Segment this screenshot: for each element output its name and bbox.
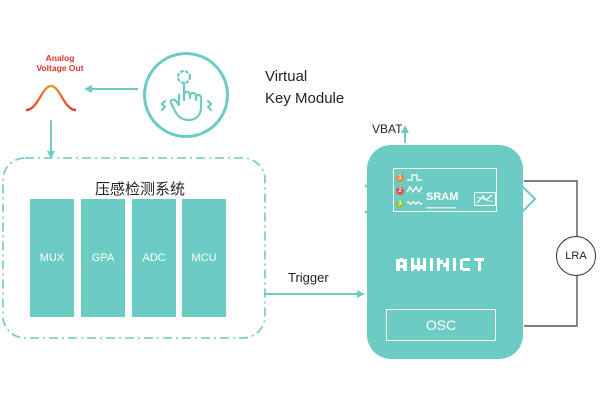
lra-circle: LRA <box>556 236 596 276</box>
mcu-block: MCU <box>182 199 226 317</box>
sram-subtext-decoration <box>426 207 456 209</box>
gaussian-pulse-icon <box>25 84 77 112</box>
virtual-key-module-label: Virtual Key Module <box>265 66 344 110</box>
sram-box <box>393 168 497 212</box>
osc-box: OSC <box>386 309 496 341</box>
gpa-block: GPA <box>81 199 125 317</box>
analog-label-line1: Analog <box>45 53 75 63</box>
pressure-system-title: 压感检测系统 <box>94 181 185 198</box>
vbat-label: VBAT <box>372 122 403 136</box>
pressure-system-boundary <box>2 157 266 339</box>
chip-output-chevron <box>519 183 537 215</box>
lra-wire-top <box>524 180 578 236</box>
lra-wire-bottom <box>524 276 578 327</box>
waveform-number-2: 2 <box>396 187 404 195</box>
waveform-icons <box>406 174 423 205</box>
analog-label-line2: Voltage Out <box>36 63 84 73</box>
mux-block: MUX <box>30 199 74 317</box>
waveform-output-icon <box>474 192 496 206</box>
virtual-key-circle <box>143 52 229 138</box>
analog-voltage-label: Analog Voltage Out <box>20 53 100 73</box>
waveform-number-3: 3 <box>396 200 404 208</box>
vkm-label-line1: Virtual <box>265 68 308 85</box>
sram-label: SRAM <box>426 191 459 203</box>
touch-hand-icon <box>160 69 213 122</box>
vkm-label-line2: Key Module <box>265 90 345 107</box>
adc-block: ADC <box>132 199 176 317</box>
waveform-number-1: 1 <box>396 174 404 182</box>
awinic-logo-icon <box>396 258 484 271</box>
trigger-label: Trigger <box>288 270 329 285</box>
